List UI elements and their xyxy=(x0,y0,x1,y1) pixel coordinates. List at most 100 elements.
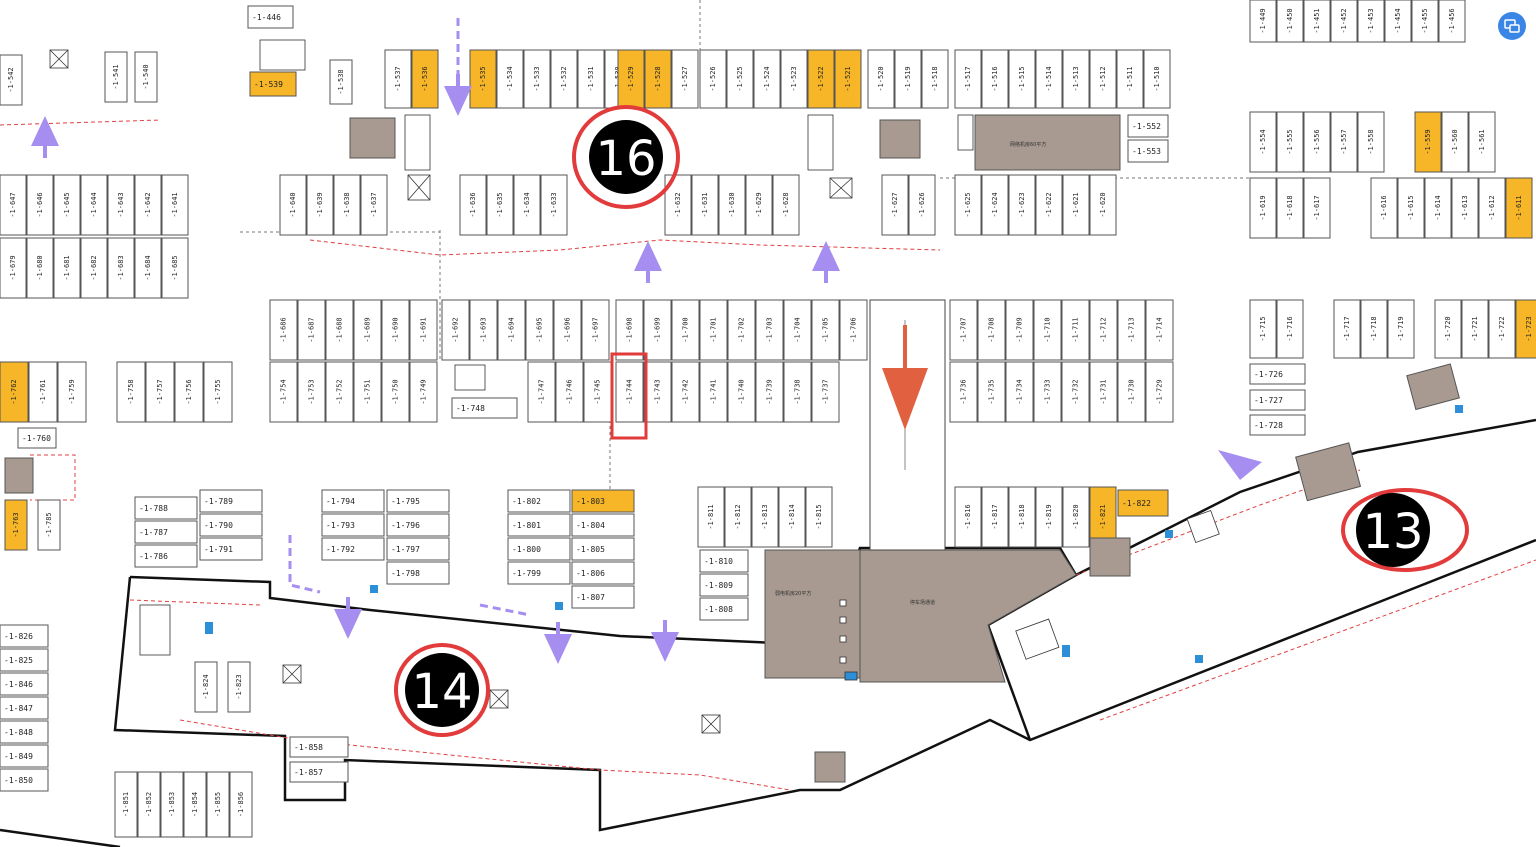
parking-space[interactable]: -1-531 xyxy=(577,49,605,109)
parking-space[interactable]: -1-634 xyxy=(513,174,541,236)
parking-space[interactable]: -1-691 xyxy=(409,299,438,361)
parking-space[interactable]: -1-561 xyxy=(1468,111,1496,173)
parking-space[interactable]: -1-692 xyxy=(441,299,470,361)
parking-space[interactable]: -1-614 xyxy=(1424,177,1452,239)
parking-space[interactable]: -1-537 xyxy=(384,49,412,109)
parking-space[interactable]: -1-819 xyxy=(1035,486,1063,548)
parking-space[interactable]: -1-804 xyxy=(571,513,635,537)
parking-space[interactable]: -1-643 xyxy=(107,174,135,236)
parking-space[interactable]: -1-710 xyxy=(1033,299,1062,361)
parking-space[interactable]: -1-688 xyxy=(325,299,354,361)
parking-space[interactable]: -1-695 xyxy=(525,299,554,361)
parking-space[interactable]: -1-723 xyxy=(1515,299,1536,359)
parking-space[interactable]: -1-621 xyxy=(1062,174,1090,236)
parking-space[interactable]: -1-731 xyxy=(1089,361,1118,423)
parking-space[interactable]: -1-825 xyxy=(0,648,49,672)
parking-space[interactable]: -1-795 xyxy=(386,489,450,513)
parking-space[interactable]: -1-709 xyxy=(1005,299,1034,361)
parking-space[interactable]: -1-717 xyxy=(1333,299,1361,359)
parking-space[interactable]: -1-739 xyxy=(755,361,784,423)
parking-space[interactable]: -1-539 xyxy=(249,71,297,97)
parking-space[interactable]: -1-510 xyxy=(1143,49,1171,109)
screen-share-button[interactable] xyxy=(1498,12,1526,40)
parking-space[interactable]: -1-681 xyxy=(53,237,81,299)
parking-space[interactable]: -1-746 xyxy=(555,361,584,423)
parking-space[interactable]: -1-743 xyxy=(643,361,672,423)
parking-space[interactable]: -1-846 xyxy=(0,672,49,696)
parking-space[interactable]: -1-700 xyxy=(671,299,700,361)
parking-space[interactable]: -1-644 xyxy=(80,174,108,236)
parking-space[interactable]: -1-820 xyxy=(1062,486,1090,548)
parking-space[interactable]: -1-852 xyxy=(137,771,161,838)
parking-space[interactable]: -1-826 xyxy=(0,624,49,648)
parking-space[interactable]: -1-624 xyxy=(981,174,1009,236)
parking-space[interactable]: -1-617 xyxy=(1303,177,1331,239)
parking-space[interactable]: -1-848 xyxy=(0,720,49,744)
parking-space[interactable]: -1-749 xyxy=(409,361,438,423)
parking-space[interactable]: -1-538 xyxy=(329,59,353,105)
parking-space[interactable]: -1-742 xyxy=(671,361,700,423)
parking-space[interactable]: -1-613 xyxy=(1451,177,1479,239)
parking-space[interactable]: -1-722 xyxy=(1488,299,1516,359)
parking-space[interactable]: -1-807 xyxy=(571,585,635,609)
parking-space[interactable]: -1-619 xyxy=(1249,177,1277,239)
parking-space[interactable]: -1-712 xyxy=(1089,299,1118,361)
parking-space[interactable]: -1-738 xyxy=(783,361,812,423)
parking-space[interactable]: -1-745 xyxy=(583,361,612,423)
parking-space[interactable]: -1-639 xyxy=(306,174,334,236)
parking-space[interactable]: -1-718 xyxy=(1360,299,1388,359)
parking-space[interactable]: -1-732 xyxy=(1061,361,1090,423)
parking-space[interactable]: -1-850 xyxy=(0,768,49,792)
parking-space[interactable]: -1-553 xyxy=(1127,139,1169,163)
parking-space[interactable]: -1-856 xyxy=(229,771,253,838)
parking-space[interactable]: -1-646 xyxy=(26,174,54,236)
parking-space[interactable]: -1-716 xyxy=(1276,299,1304,359)
parking-space[interactable]: -1-631 xyxy=(691,174,719,236)
parking-space[interactable]: -1-728 xyxy=(1249,414,1306,436)
parking-space[interactable]: -1-517 xyxy=(954,49,982,109)
parking-space[interactable]: -1-790 xyxy=(199,513,263,537)
parking-space[interactable]: -1-762 xyxy=(0,361,29,423)
parking-space[interactable]: -1-615 xyxy=(1397,177,1425,239)
parking-space[interactable]: -1-522 xyxy=(807,49,835,109)
parking-space[interactable]: -1-798 xyxy=(386,561,450,585)
parking-space[interactable]: -1-456 xyxy=(1438,0,1466,43)
parking-space[interactable]: -1-645 xyxy=(53,174,81,236)
parking-space[interactable]: -1-796 xyxy=(386,513,450,537)
parking-space[interactable]: -1-528 xyxy=(644,49,672,109)
parking-space[interactable]: -1-706 xyxy=(839,299,868,361)
parking-space[interactable]: -1-758 xyxy=(116,361,146,423)
parking-space[interactable]: -1-647 xyxy=(0,174,27,236)
parking-space[interactable]: -1-747 xyxy=(527,361,556,423)
parking-space[interactable]: -1-740 xyxy=(727,361,756,423)
parking-space[interactable]: -1-512 xyxy=(1089,49,1117,109)
parking-space[interactable]: -1-737 xyxy=(811,361,840,423)
parking-space[interactable]: -1-682 xyxy=(80,237,108,299)
parking-space[interactable]: -1-558 xyxy=(1357,111,1385,173)
parking-space[interactable]: -1-711 xyxy=(1061,299,1090,361)
parking-space[interactable]: -1-851 xyxy=(114,771,138,838)
parking-space[interactable]: -1-756 xyxy=(174,361,204,423)
parking-space[interactable]: -1-793 xyxy=(321,513,385,537)
parking-space[interactable]: -1-751 xyxy=(353,361,382,423)
parking-space[interactable]: -1-521 xyxy=(834,49,862,109)
parking-space[interactable]: -1-636 xyxy=(459,174,487,236)
parking-space[interactable]: -1-641 xyxy=(161,174,189,236)
parking-space[interactable]: -1-542 xyxy=(0,54,23,106)
parking-space[interactable]: -1-813 xyxy=(751,486,779,548)
parking-space[interactable]: -1-815 xyxy=(805,486,833,548)
parking-space[interactable]: -1-556 xyxy=(1303,111,1331,173)
parking-space[interactable]: -1-752 xyxy=(325,361,354,423)
parking-space[interactable]: -1-816 xyxy=(954,486,982,548)
parking-space[interactable]: -1-750 xyxy=(381,361,410,423)
parking-space[interactable]: -1-535 xyxy=(469,49,497,109)
parking-space[interactable]: -1-809 xyxy=(699,573,749,597)
parking-space[interactable]: -1-625 xyxy=(954,174,982,236)
parking-space[interactable]: -1-727 xyxy=(1249,389,1306,411)
parking-space[interactable]: -1-817 xyxy=(981,486,1009,548)
parking-space[interactable]: -1-527 xyxy=(671,49,699,109)
parking-space[interactable]: -1-823 xyxy=(227,661,251,713)
parking-space[interactable]: -1-721 xyxy=(1461,299,1489,359)
parking-space[interactable]: -1-818 xyxy=(1008,486,1036,548)
parking-space[interactable]: -1-450 xyxy=(1276,0,1304,43)
